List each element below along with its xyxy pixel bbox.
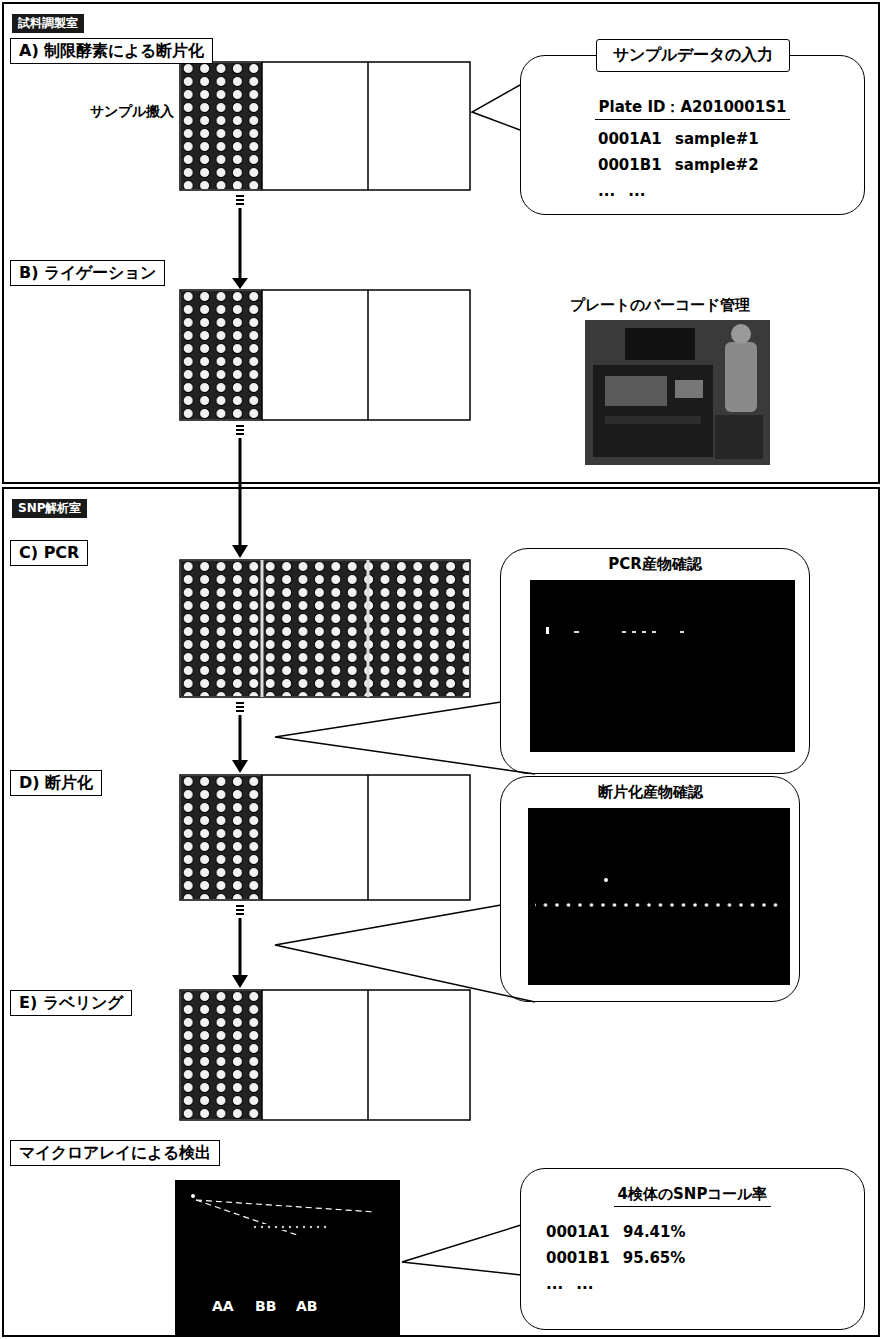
step-box: A) 制限酵素による断片化 — [10, 38, 213, 64]
image-title: 断片化産物確認 — [501, 783, 799, 802]
callout-bubble: PCR産物確認 — [500, 548, 810, 774]
step-label: マイクロアレイによる検出 — [19, 1143, 211, 1163]
photo-caption: プレートのバーコード管理 — [570, 296, 750, 315]
image-title: PCR産物確認 — [501, 555, 809, 574]
step-label: E) ラベリング — [19, 993, 123, 1013]
genotype-label: BB — [255, 1298, 276, 1314]
callout-heading: Plate ID：A2010001S1 — [595, 98, 791, 120]
room-panel: SNP解析室 C) PCR PCR産物確認 D) 断片化断片化産物確認 E) ラベリング… — [2, 487, 880, 1337]
room-name: SNP解析室 — [12, 499, 87, 518]
step-box: E) ラベリング — [10, 990, 132, 1016]
callout-heading: サンプルデータの入力 — [596, 39, 790, 72]
step-label: D) 断片化 — [19, 773, 93, 793]
genotype-label: AB — [296, 1298, 318, 1314]
data-row: 0001A1 sample#1 — [521, 126, 864, 152]
genotype-label: AA — [212, 1298, 234, 1314]
data-row: ... ... — [521, 178, 864, 204]
well-plate — [180, 560, 470, 697]
callout-bubble: 4検体のSNPコール率 0001A1 94.41%0001B1 95.65%...… — [520, 1168, 865, 1330]
step-label: C) PCR — [19, 543, 79, 563]
well-plate — [180, 290, 470, 420]
step-box: B) ライゲーション — [10, 260, 165, 286]
step-box: D) 断片化 — [10, 770, 102, 796]
callout-bubble: 断片化産物確認 — [500, 776, 800, 1002]
step-box: C) PCR — [10, 540, 88, 566]
gel-image — [530, 580, 795, 752]
callout-bubble: サンプルデータの入力Plate ID：A2010001S10001A1 samp… — [520, 55, 865, 215]
step-label: B) ライゲーション — [19, 263, 156, 283]
step-box: マイクロアレイによる検出 — [10, 1140, 220, 1166]
data-row: ... ... — [521, 1271, 864, 1297]
well-plate — [180, 775, 470, 900]
microarray-image — [175, 1180, 400, 1335]
well-plate — [180, 62, 470, 190]
gel-image — [528, 808, 790, 985]
data-row: 0001B1 sample#2 — [521, 152, 864, 178]
data-row: 0001B1 95.65% — [521, 1245, 864, 1271]
step-label: A) 制限酵素による断片化 — [19, 41, 204, 61]
step-note: サンプル搬入 — [90, 103, 174, 121]
well-plate — [180, 990, 470, 1120]
flow-arrow — [232, 195, 248, 988]
room-name: 試料調製室 — [12, 14, 84, 33]
data-row: 0001A1 94.41% — [521, 1219, 864, 1245]
callout-tail — [275, 85, 535, 1275]
callout-heading: 4検体のSNPコール率 — [614, 1185, 772, 1207]
lab-photo — [585, 320, 770, 465]
room-panel: 試料調製室A) 制限酵素による断片化サンプルデータの入力Plate ID：A20… — [2, 2, 880, 484]
